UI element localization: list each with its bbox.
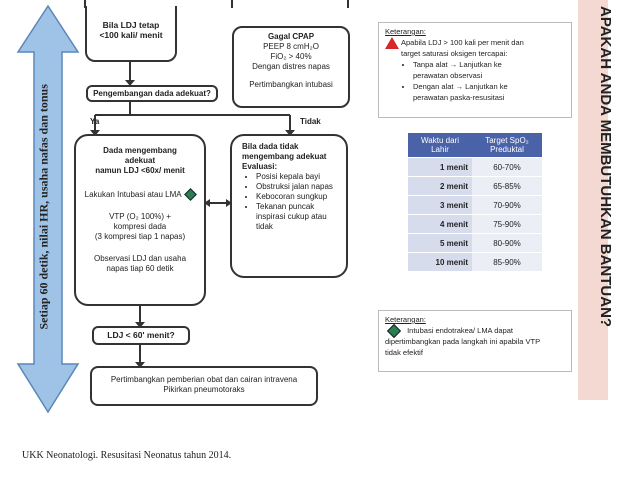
eval-item: Posisi kepala bayi [256, 172, 340, 182]
drugs-line-2: Pikirkan pneumotoraks [163, 385, 245, 394]
note-top-line1: Apabila LDJ > 100 kali per menit dan [401, 38, 524, 47]
diamond-icon [184, 188, 198, 202]
adequate-title-2: adekuat [124, 156, 156, 165]
eval-item: Obstruksi jalan napas [256, 182, 340, 192]
box-chest-inadequate: Bila dada tidak mengembang adekuat Evalu… [230, 134, 348, 278]
row-time: 5 menit [408, 234, 472, 252]
note-bottom: Keterangan: Intubasi endotrakea/ LMA dap… [378, 310, 572, 372]
spo2-table: Waktu dari Lahir Target SpO₂ Preduktal 1… [408, 132, 542, 272]
adequate-vtp-3: (3 kompresi tiap 1 napas) [94, 232, 186, 241]
source-caption: UKK Neonatologi. Resusitasi Neonatus tah… [22, 450, 232, 461]
inadequate-title-1: Bila dada tidak [242, 142, 299, 151]
spo2-head-target: Target SpO₂ Preduktal [472, 133, 542, 157]
inadequate-title-2: mengembang adekuat [242, 152, 327, 161]
row-time: 10 menit [408, 253, 472, 271]
head-time-1: Waktu dari [421, 136, 459, 145]
eval-item: Tekanan puncak inspirasi cukup atau tida… [256, 202, 340, 232]
row-target: 85-90% [472, 253, 542, 271]
box-hr-line1: Bila LDJ tetap [102, 20, 160, 30]
adequate-title-1: Dada mengembang [103, 146, 177, 155]
row-time: 4 menit [408, 215, 472, 233]
side-band [578, 0, 608, 400]
note-bottom-line2: dipertimbangkan pada langkah ini apabila… [385, 337, 541, 347]
note-bottom-title: Keterangan: [385, 315, 426, 324]
note-top-item1b: perawatan observasi [413, 71, 483, 80]
box-hr-persist: Bila LDJ tetap <100 kali/ menit [85, 6, 177, 62]
label-yes: Ya [90, 117, 100, 126]
cpap-peep: PEEP 8 cmH₂O [263, 42, 319, 51]
inadequate-eval: Evaluasi: [242, 162, 278, 171]
cpap-intubate: Pertimbangkan intubasi [249, 80, 333, 89]
note-top: Keterangan: Apabila LDJ > 100 kali per m… [378, 22, 572, 118]
row-target: 80-90% [472, 234, 542, 252]
box-cpap: Gagal CPAP PEEP 8 cmH₂O FiO₂ > 40% Denga… [232, 26, 350, 108]
adequate-lma-line: Lakukan Intubasi atau LMA [76, 188, 204, 202]
cycle-arrow-label: Setiap 60 detik, nilai HR, usaha nafas d… [36, 84, 51, 330]
head-target-2: Preduktal [490, 145, 524, 154]
note-top-line2: target saturasi oksigen tercapai: [401, 49, 508, 58]
row-target: 65-85% [472, 177, 542, 195]
spo2-head-time: Waktu dari Lahir [408, 133, 472, 157]
cpap-title: Gagal CPAP [267, 32, 315, 41]
row-time: 1 menit [408, 158, 472, 176]
row-target: 60-70% [472, 158, 542, 176]
cpap-fio2: FiO₂ > 40% [270, 52, 312, 61]
warning-triangle-icon [385, 37, 399, 49]
box-hr-below-60: LDJ < 60' menit? [92, 326, 190, 345]
adequate-observe-1: Observasi LDJ dan usaha [93, 254, 187, 263]
box-consider-drugs: Pertimbangkan pemberian obat dan cairan … [90, 366, 318, 406]
row-target: 70-90% [472, 196, 542, 214]
head-target-1: Target SpO₂ [485, 136, 529, 145]
row-time: 2 menit [408, 177, 472, 195]
note-top-item2a: Dengan alat → Lanjutkan ke [413, 82, 508, 91]
note-bottom-line3: tidak efektif [385, 348, 423, 358]
cpap-distress: Dengan distres napas [252, 62, 330, 71]
label-no: Tidak [300, 117, 321, 126]
row-target: 75-90% [472, 215, 542, 233]
note-top-item1a: Tanpa alat → Lanjutkan ke [413, 60, 502, 69]
box-chest-development: Pengembangan dada adekuat? [86, 85, 218, 102]
note-bottom-line1: Intubasi endotrakea/ LMA dapat [407, 326, 514, 335]
adequate-vtp-2: kompresi dada [113, 222, 167, 231]
note-top-title: Keterangan: [385, 27, 426, 36]
adequate-title-3: namun LDJ <60x/ menit [95, 166, 185, 175]
eval-item: Kebocoran sungkup [256, 192, 340, 202]
adequate-observe-2: napas tiap 60 detik [106, 264, 174, 273]
adequate-vtp-1: VTP (O₂ 100%) + [109, 212, 171, 221]
drugs-line-1: Pertimbangkan pemberian obat dan cairan … [110, 375, 298, 384]
head-time-2: Lahir [431, 145, 449, 154]
adequate-lma-text: Lakukan Intubasi atau LMA [84, 190, 182, 199]
box-chest-adequate: Dada mengembang adekuat namun LDJ <60x/ … [74, 134, 206, 306]
box-hr-line2: <100 kali/ menit [99, 30, 163, 40]
cycle-arrow [16, 4, 80, 414]
row-time: 3 menit [408, 196, 472, 214]
note-top-item2b: perawatan paska-resusitasi [413, 93, 505, 102]
